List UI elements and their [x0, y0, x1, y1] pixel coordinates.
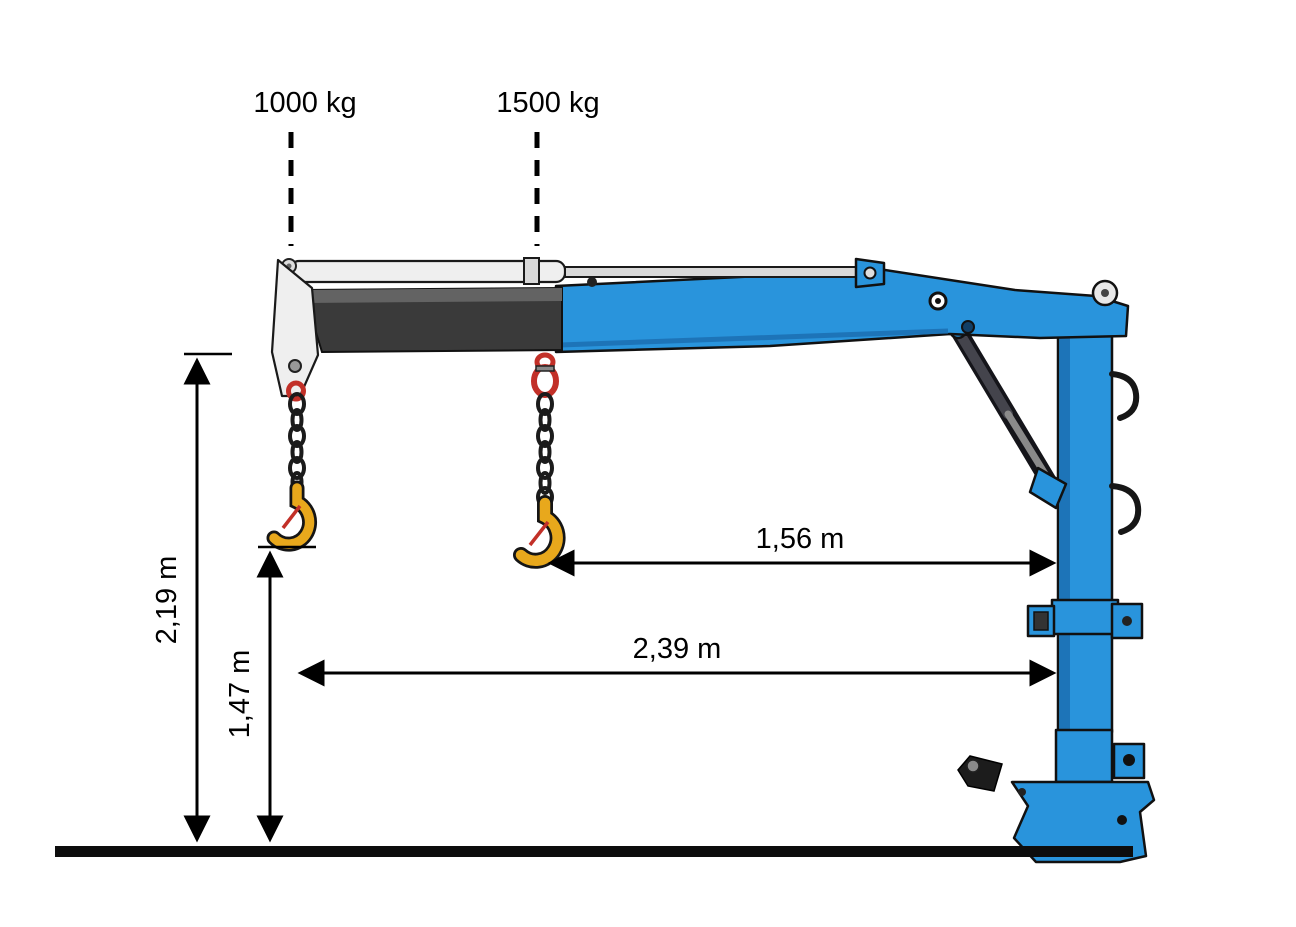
column-hook-upper: [1109, 371, 1140, 421]
dim-reach-inner: 1,56 m: [547, 523, 1057, 577]
dim-label-height-hook: 1,47 m: [224, 650, 256, 739]
base-latch-hook: [957, 755, 1003, 792]
dim-label-reach-outer: 2,39 m: [633, 633, 722, 665]
crane-boom-extension: [301, 286, 563, 354]
dim-label-reach-inner: 1,56 m: [756, 523, 845, 555]
dim-label-height-total: 2,19 m: [151, 556, 183, 645]
extension-cylinder: [281, 257, 886, 289]
crane-illustration: [266, 257, 1156, 864]
dim-height-hook: 1,47 m: [224, 545, 316, 843]
load-label-outer: 1000 kg: [253, 87, 356, 119]
load-label-inner: 1500 kg: [496, 87, 599, 119]
column-hook-lower: [1109, 483, 1142, 535]
tilt-cylinder: [948, 320, 1068, 510]
dim-height-total: 2,19 m: [151, 352, 232, 843]
hook-chain-inner: [513, 352, 566, 569]
crane-base: [957, 728, 1156, 864]
crane-boom-main: [554, 266, 1130, 354]
ground-line: [55, 846, 1133, 857]
hook-chain-outer: [266, 380, 318, 552]
crane-column: [1026, 298, 1144, 734]
dim-reach-outer: 2,39 m: [297, 633, 1057, 687]
